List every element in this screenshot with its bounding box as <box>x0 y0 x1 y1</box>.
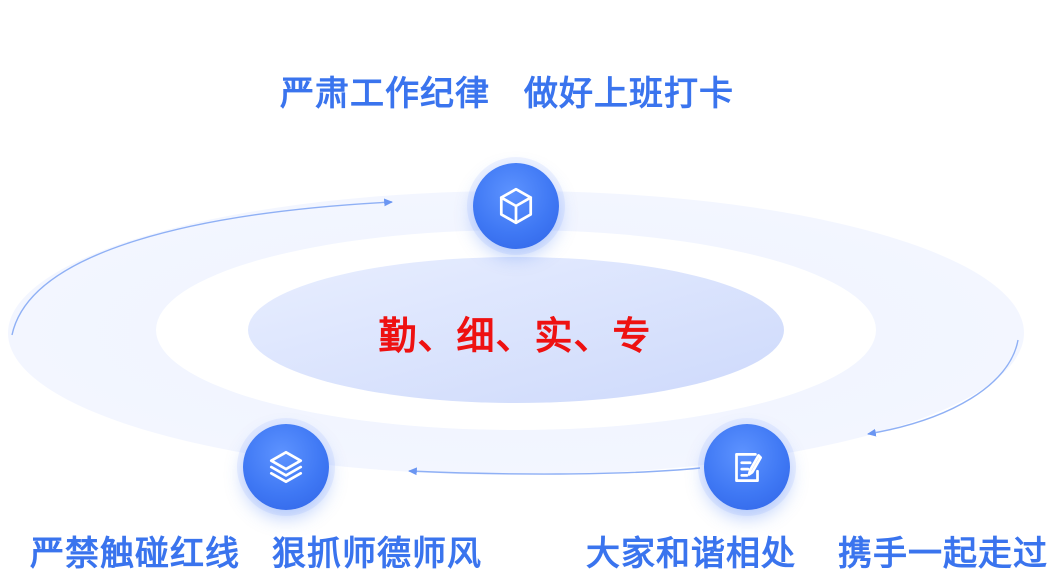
node-bottom-right <box>704 424 790 510</box>
arrow-right-to-left <box>408 467 701 476</box>
caption-bottom-left-part-2: 狠抓师德师风 <box>272 534 482 574</box>
layers-icon <box>269 450 303 484</box>
arrow-top-to-right <box>867 339 1019 437</box>
caption-bottom-left: 严禁触碰红线狠抓师德师风 <box>30 526 482 575</box>
note-edit-icon <box>735 453 763 483</box>
caption-bottom-left-part-1: 严禁触碰红线 <box>30 534 240 574</box>
caption-top-part-1: 严肃工作纪律 <box>280 74 490 114</box>
node-top <box>473 163 559 249</box>
cube-icon <box>499 187 533 225</box>
node-bottom-left <box>243 424 329 510</box>
caption-top: 严肃工作纪律做好上班打卡 <box>280 66 734 115</box>
caption-bottom-right-part-1: 大家和谐相处 <box>586 534 796 574</box>
caption-bottom-right: 大家和谐相处 携手一起走过 <box>586 526 1048 575</box>
arrow-left-to-top <box>11 198 393 336</box>
inner-disc <box>248 257 784 403</box>
caption-top-part-2: 做好上班打卡 <box>524 74 734 114</box>
caption-bottom-right-part-2: 携手一起走过 <box>838 534 1048 574</box>
center-core-values: 勤、细、实、专 <box>378 314 652 358</box>
